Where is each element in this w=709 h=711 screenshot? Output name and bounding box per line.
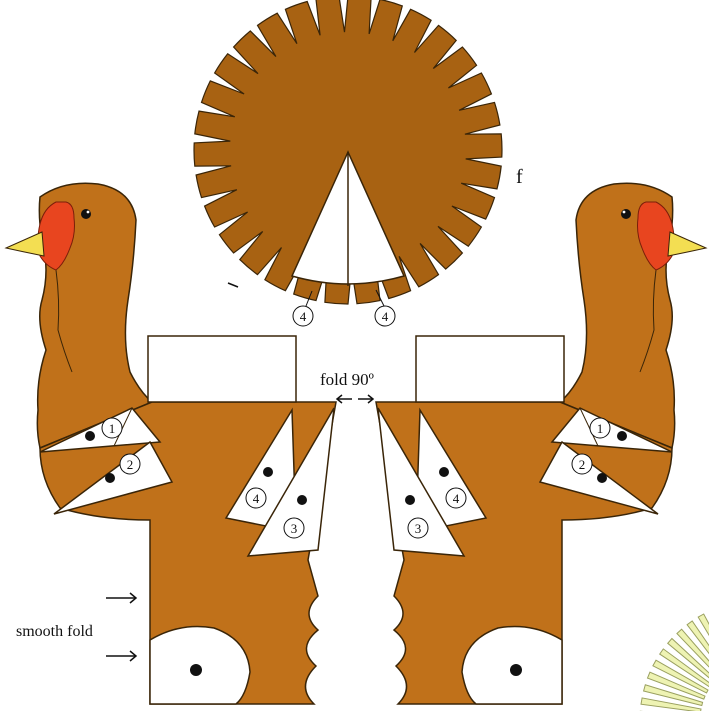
left-foot-dot bbox=[190, 664, 202, 676]
right-tab-3-label: 3 bbox=[415, 521, 422, 536]
left-tab-1-dot bbox=[85, 431, 95, 441]
left-tab-2-dot bbox=[105, 473, 115, 483]
right-foot-dot bbox=[510, 664, 522, 676]
smooth-fold-arrow-top-icon bbox=[106, 593, 136, 603]
right-tab-4-label: 4 bbox=[453, 491, 460, 506]
right-beak bbox=[668, 232, 706, 256]
right-tab-2-dot bbox=[597, 473, 607, 483]
left-eye-icon bbox=[81, 209, 91, 219]
right-tab-1-label: 1 bbox=[597, 421, 604, 436]
right-tab-1-dot bbox=[617, 431, 627, 441]
right-eye-icon bbox=[621, 209, 631, 219]
right-top-flap bbox=[416, 336, 564, 402]
pale-feather-fan-partial bbox=[640, 600, 709, 711]
double-arrow-icon bbox=[337, 395, 373, 403]
tail-fan-letter: f bbox=[516, 166, 523, 188]
left-tab-3-dot bbox=[297, 495, 307, 505]
left-tab-2-label: 2 bbox=[127, 457, 134, 472]
fan-tab-4-right: 4 bbox=[382, 309, 389, 324]
right-tab-3-dot bbox=[405, 495, 415, 505]
tail-fan: f 4 4 bbox=[194, 0, 523, 326]
smooth-fold-label: smooth fold bbox=[16, 623, 93, 640]
left-tab-1-label: 1 bbox=[109, 421, 116, 436]
left-beak bbox=[6, 232, 44, 256]
smooth-fold-arrow-bottom-icon bbox=[106, 651, 136, 661]
left-tab-4-label: 4 bbox=[253, 491, 260, 506]
fan-tab-4-left: 4 bbox=[300, 309, 307, 324]
left-tab-3-label: 3 bbox=[291, 521, 298, 536]
left-tab-4-dot bbox=[263, 467, 273, 477]
right-tab-4-dot bbox=[439, 467, 449, 477]
left-top-flap bbox=[148, 336, 296, 402]
right-eye-highlight bbox=[623, 211, 626, 214]
left-eye-highlight bbox=[87, 211, 90, 214]
right-tab-2-label: 2 bbox=[579, 457, 586, 472]
tail-fan-mark bbox=[228, 283, 238, 287]
fold-90-label: fold 90º bbox=[320, 370, 374, 389]
